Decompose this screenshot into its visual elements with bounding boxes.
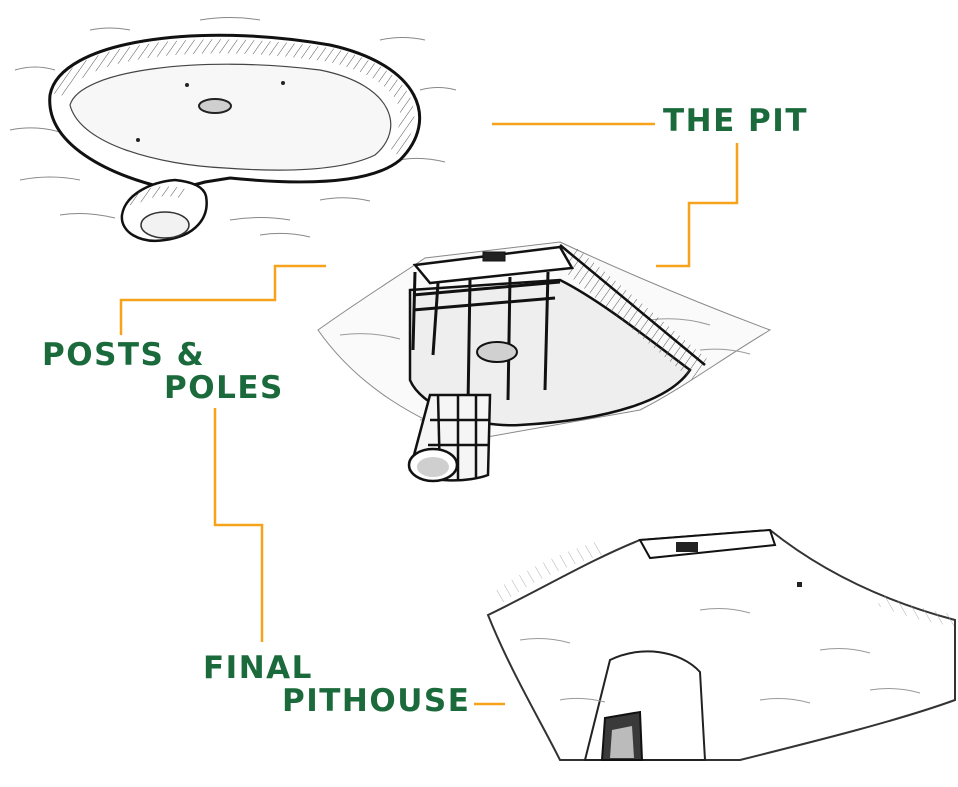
final-illustration	[488, 530, 955, 760]
label-final-line2: PITHOUSE	[282, 686, 470, 717]
posts-illustration	[318, 242, 770, 481]
pit-hearth	[199, 99, 231, 113]
posts-smoke-hole	[483, 252, 505, 261]
label-posts-line1: POSTS &	[42, 340, 205, 371]
connector-pit-to-posts	[656, 143, 737, 266]
final-smoke-hole	[676, 542, 698, 552]
label-posts-line2: POLES	[164, 373, 284, 404]
pit-illustration	[10, 18, 456, 241]
connector-posts-left	[121, 266, 326, 335]
connector-posts-to-final	[215, 408, 262, 642]
label-the-pit: THE PIT	[663, 106, 808, 137]
label-final-line1: FINAL	[203, 653, 313, 684]
